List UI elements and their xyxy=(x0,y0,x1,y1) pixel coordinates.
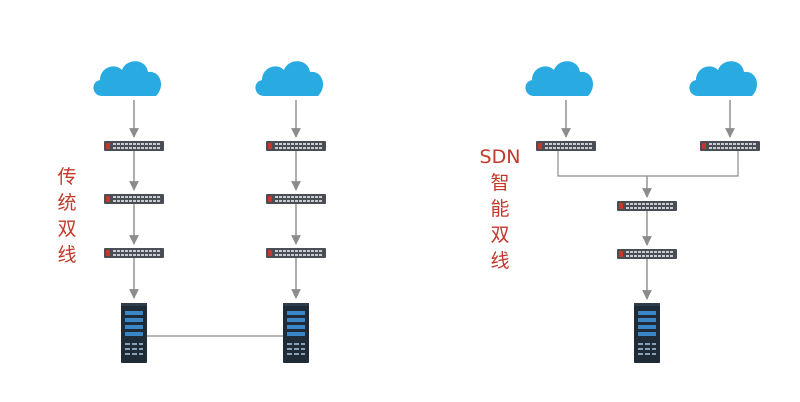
traditional-label: 传 统 双 线 xyxy=(54,164,80,268)
label-char: 双 xyxy=(57,218,77,240)
server-icon xyxy=(634,303,660,363)
switch-icon xyxy=(104,141,164,151)
switch-icon xyxy=(700,141,760,151)
label-char: 线 xyxy=(490,250,510,272)
switch-icon xyxy=(104,248,164,258)
label-char: 统 xyxy=(57,192,77,214)
switch-icon xyxy=(617,249,677,259)
label-char: 传 xyxy=(57,166,77,188)
label-char: SDN xyxy=(479,146,521,168)
switch-icon xyxy=(536,141,596,151)
label-char: 双 xyxy=(490,224,510,246)
switch-icon xyxy=(266,141,326,151)
label-char: 能 xyxy=(490,198,510,220)
cloud-icon xyxy=(93,61,162,96)
server-icon xyxy=(121,303,147,363)
switch-icon xyxy=(617,201,677,211)
cloud-icon xyxy=(525,61,594,96)
traditional-diagram xyxy=(93,61,326,363)
server-icon xyxy=(283,303,309,363)
label-char: 线 xyxy=(57,244,77,266)
merge-line xyxy=(557,151,739,177)
label-char: 智 xyxy=(490,172,510,194)
switch-icon xyxy=(266,194,326,204)
sdn-label: SDN 智 能 双 线 xyxy=(470,144,530,274)
switch-icon xyxy=(104,194,164,204)
switch-icon xyxy=(266,248,326,258)
cloud-icon xyxy=(255,61,324,96)
sdn-diagram xyxy=(525,61,760,363)
cloud-icon xyxy=(689,61,758,96)
